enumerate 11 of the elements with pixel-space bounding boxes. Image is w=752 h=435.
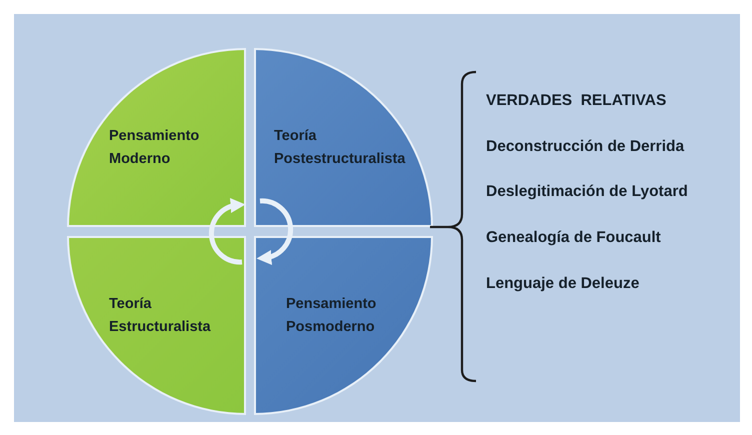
quadrant-label: Pensamiento Moderno <box>109 126 200 168</box>
quadrant-label: Teoría Postestructuralista <box>274 126 406 168</box>
quadrant-label: Teoría Estructuralista <box>109 294 212 336</box>
list-item-text: Genealogía de Foucault <box>486 229 661 247</box>
list-item-text: Deconstrucción de Derrida <box>486 138 684 156</box>
heading-text: VERDADES RELATIVAS <box>486 92 666 110</box>
list-item-text: Lenguaje de Deleuze <box>486 275 640 293</box>
list-item-text: Deslegitimación de Lyotard <box>486 183 688 201</box>
curved-arrow <box>208 198 246 265</box>
quadrant-label: Pensamiento Posmoderno <box>286 294 378 336</box>
curved-arrow <box>256 198 294 264</box>
